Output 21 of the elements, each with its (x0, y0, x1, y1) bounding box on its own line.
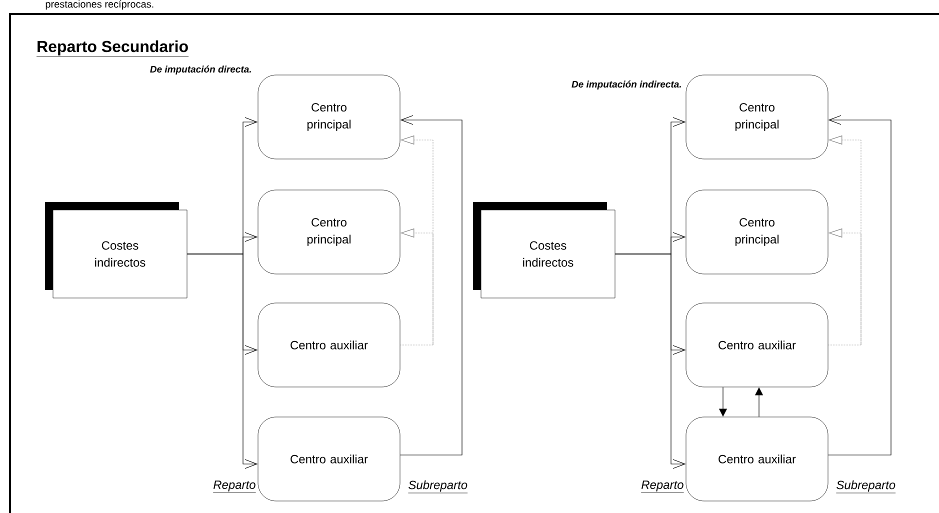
rounded-box: Centro auxiliar (686, 416, 828, 502)
subheading: De imputación directa. (150, 66, 251, 74)
rounded-box: Centro principal (686, 190, 828, 274)
caption: Reparto (212, 480, 256, 493)
rounded-box: Centro auxiliar (258, 302, 400, 388)
arrow (186, 254, 258, 469)
text-line: prestaciones recíprocas. (46, 0, 154, 10)
arrow (614, 254, 686, 469)
caption: Subreparto (836, 480, 896, 494)
shadowed-box: Costes indirectos (45, 202, 188, 298)
arrow (400, 115, 462, 456)
arrow (828, 115, 892, 456)
caption: Subreparto (408, 480, 468, 494)
rounded-box: Centro principal (686, 74, 828, 160)
heading: Reparto Secundario (36, 40, 189, 57)
rounded-box: Centro auxiliar (258, 416, 400, 502)
rounded-box: Centro auxiliar (686, 302, 828, 388)
rounded-box: Centro principal (258, 190, 400, 274)
shadowed-box: Costes indirectos (473, 202, 616, 298)
rounded-box: Centro principal (258, 74, 400, 160)
caption: Reparto (640, 480, 684, 493)
